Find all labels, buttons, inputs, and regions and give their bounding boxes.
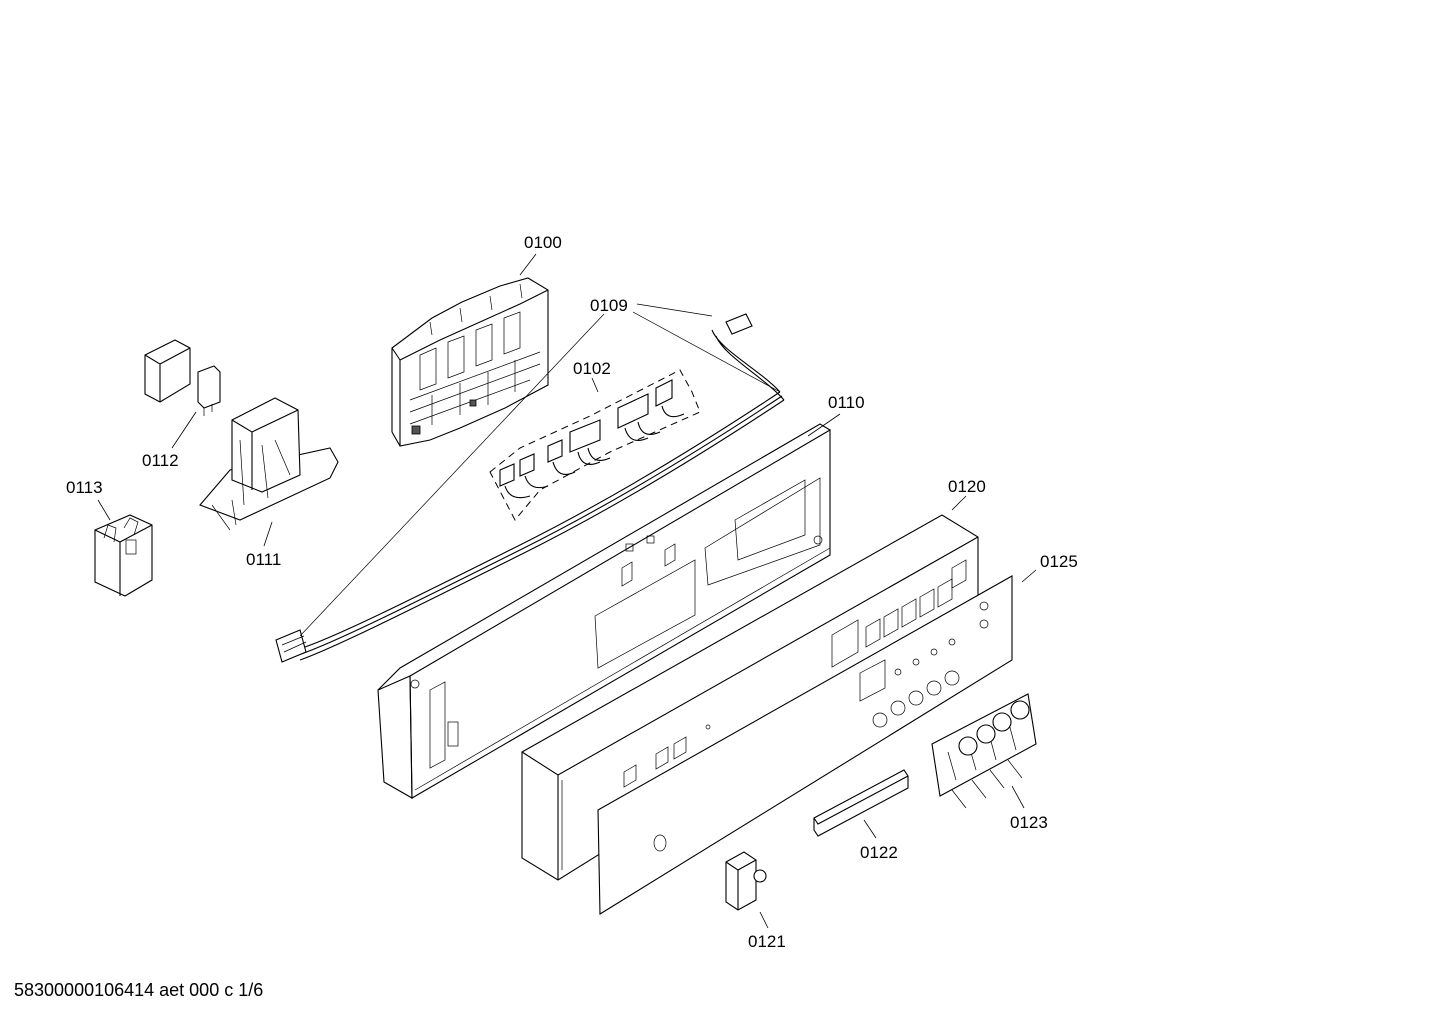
label-0102: 0102 xyxy=(573,359,611,378)
part-0102-connector-set xyxy=(489,369,701,521)
label-0121: 0121 xyxy=(748,932,786,951)
label-0111: 0111 xyxy=(246,550,281,569)
part-0121-push-button xyxy=(725,851,767,911)
part-0123-knob-set xyxy=(931,693,1037,809)
part-0112-cover-and-relay xyxy=(144,339,221,416)
label-0112: 0112 xyxy=(142,451,179,470)
part-0122-display-strip xyxy=(813,769,909,837)
label-0125: 0125 xyxy=(1040,552,1078,571)
label-0100: 0100 xyxy=(524,233,562,252)
label-0123: 0123 xyxy=(1010,813,1048,832)
part-0125-front-panel xyxy=(597,575,1013,915)
document-code: 58300000106414 aet 000 c 1/6 xyxy=(14,980,264,1000)
part-0113-relay-module xyxy=(94,514,153,597)
label-0113: 0113 xyxy=(66,478,103,497)
part-0100-control-module xyxy=(391,277,549,447)
label-0110: 0110 xyxy=(828,393,865,412)
label-0109: 0109 xyxy=(590,296,628,315)
label-0122: 0122 xyxy=(860,843,898,862)
part-0110-front-frame xyxy=(377,423,831,799)
part-0111-housing-bracket xyxy=(199,397,339,531)
label-0120: 0120 xyxy=(948,477,986,496)
part-0109-wiring-harness xyxy=(275,313,785,663)
